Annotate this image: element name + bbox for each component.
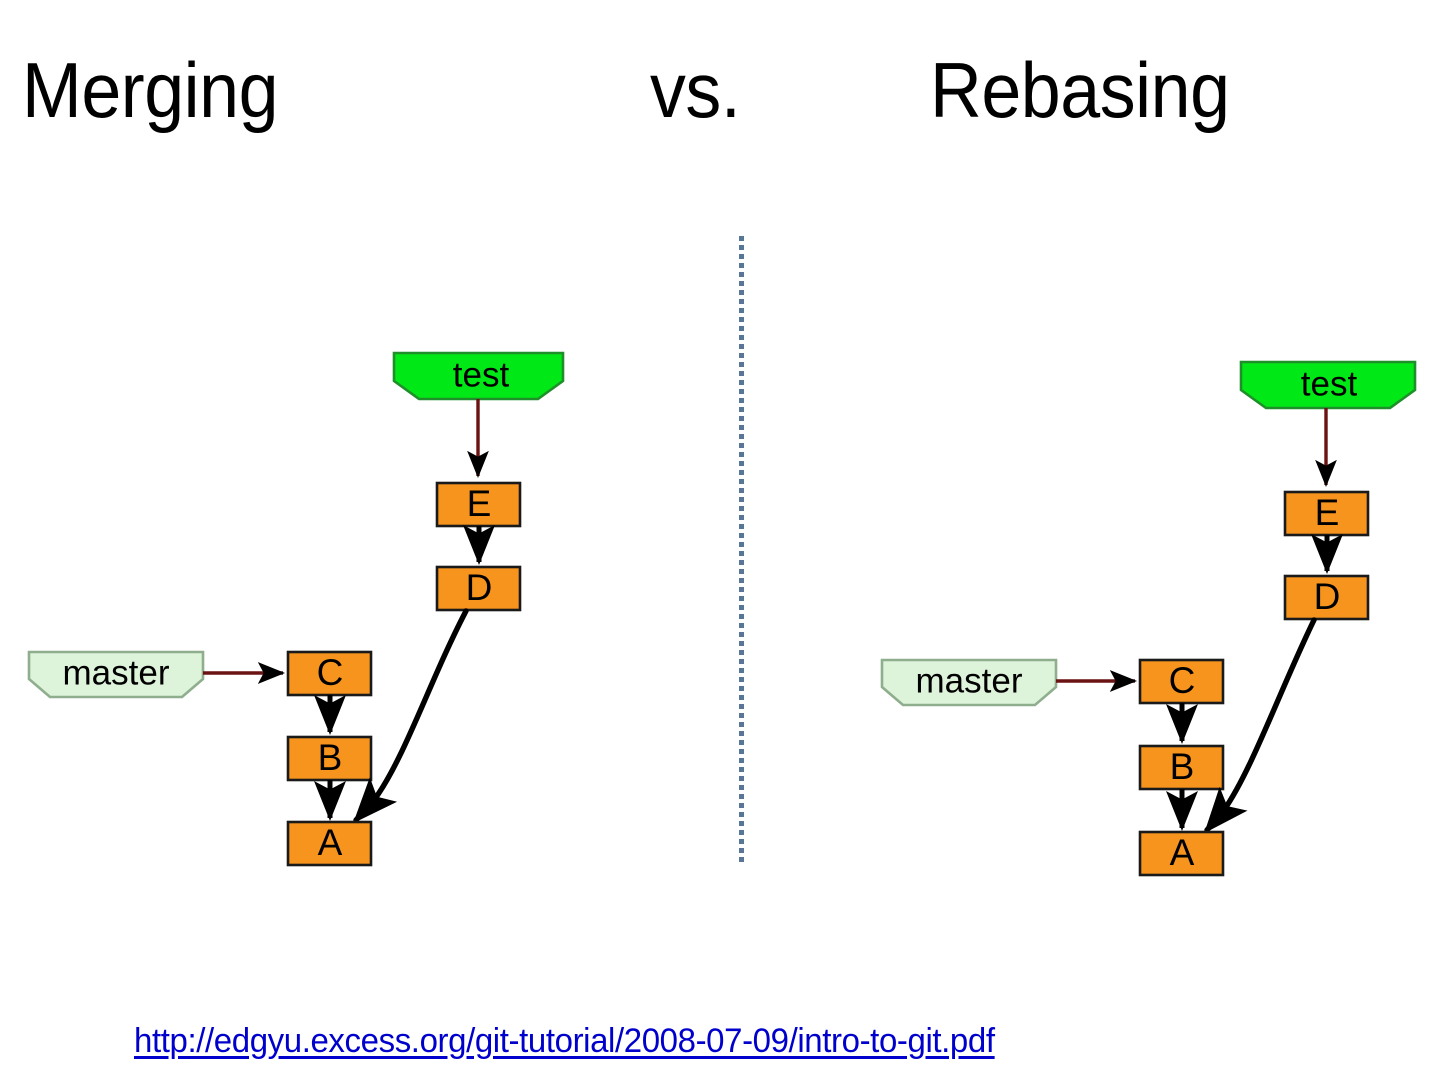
branch-tag-master[interactable]: master [880, 658, 1440, 707]
commit-node-a[interactable]: A [286, 820, 373, 867]
commit-node-e-label: E [1315, 492, 1340, 533]
rebasing-diagram: test E D master [740, 0, 1440, 1080]
branch-tag-test-shape [1239, 360, 1417, 410]
commit-node-b-label: B [1170, 746, 1195, 787]
commit-node-c-label: C [317, 652, 344, 693]
title-word-rebasing: Rebasing [930, 46, 1230, 134]
commit-node-c[interactable]: C [286, 650, 373, 697]
commit-node-a[interactable]: A [1138, 830, 1225, 877]
commit-node-d-box [1283, 574, 1370, 621]
commit-node-a-box [286, 820, 373, 867]
commit-node-e[interactable]: E [435, 481, 522, 528]
commit-node-d-box [435, 565, 522, 612]
branch-tag-test[interactable]: test [392, 351, 565, 401]
commit-node-b[interactable]: B [286, 735, 373, 782]
commit-node-d-label: D [1314, 576, 1341, 617]
commit-node-b-box [1138, 744, 1225, 791]
commit-node-e-label: E [467, 483, 492, 524]
commit-node-b-box [286, 735, 373, 782]
commit-node-c[interactable]: C [1138, 658, 1225, 705]
branch-tag-master-shape [27, 650, 205, 699]
branch-tag-test-label: test [1301, 364, 1358, 403]
commit-node-a-label: A [318, 822, 343, 863]
branch-tag-test-shape [392, 351, 565, 401]
branch-tag-test-label: test [453, 355, 510, 394]
page-title: Merging vs. Rebasing [14, 42, 1414, 142]
title-word-vs: vs. [650, 46, 741, 134]
commit-node-d-label: D [466, 567, 493, 608]
commit-node-a-box [1138, 830, 1225, 877]
edge-d-to-a-curve [1204, 617, 1317, 834]
source-link[interactable]: http://edgyu.excess.org/git-tutorial/200… [134, 1022, 995, 1060]
branch-tag-master-shape [880, 658, 1058, 707]
commit-node-a-label: A [1170, 832, 1195, 873]
branch-tag-master-label: master [63, 653, 170, 692]
vertical-divider [739, 236, 744, 866]
commit-node-b[interactable]: B [1138, 744, 1225, 791]
branch-tag-master[interactable]: master [27, 650, 205, 699]
commit-node-e[interactable]: E [1283, 490, 1370, 537]
branch-tag-master-label: master [916, 661, 1023, 700]
commit-node-c-label: C [1169, 660, 1196, 701]
commit-node-e-box [435, 481, 522, 528]
commit-node-d[interactable]: D [1283, 574, 1370, 621]
commit-node-b-label: B [318, 737, 343, 778]
commit-node-d[interactable]: D [435, 565, 522, 612]
commit-node-e-box [1283, 490, 1370, 537]
branch-tag-test[interactable]: test [1239, 360, 1417, 410]
merging-diagram: test E D master [27, 351, 565, 867]
title-word-merging: Merging [22, 46, 279, 134]
edge-d-to-a-curve [353, 608, 469, 824]
